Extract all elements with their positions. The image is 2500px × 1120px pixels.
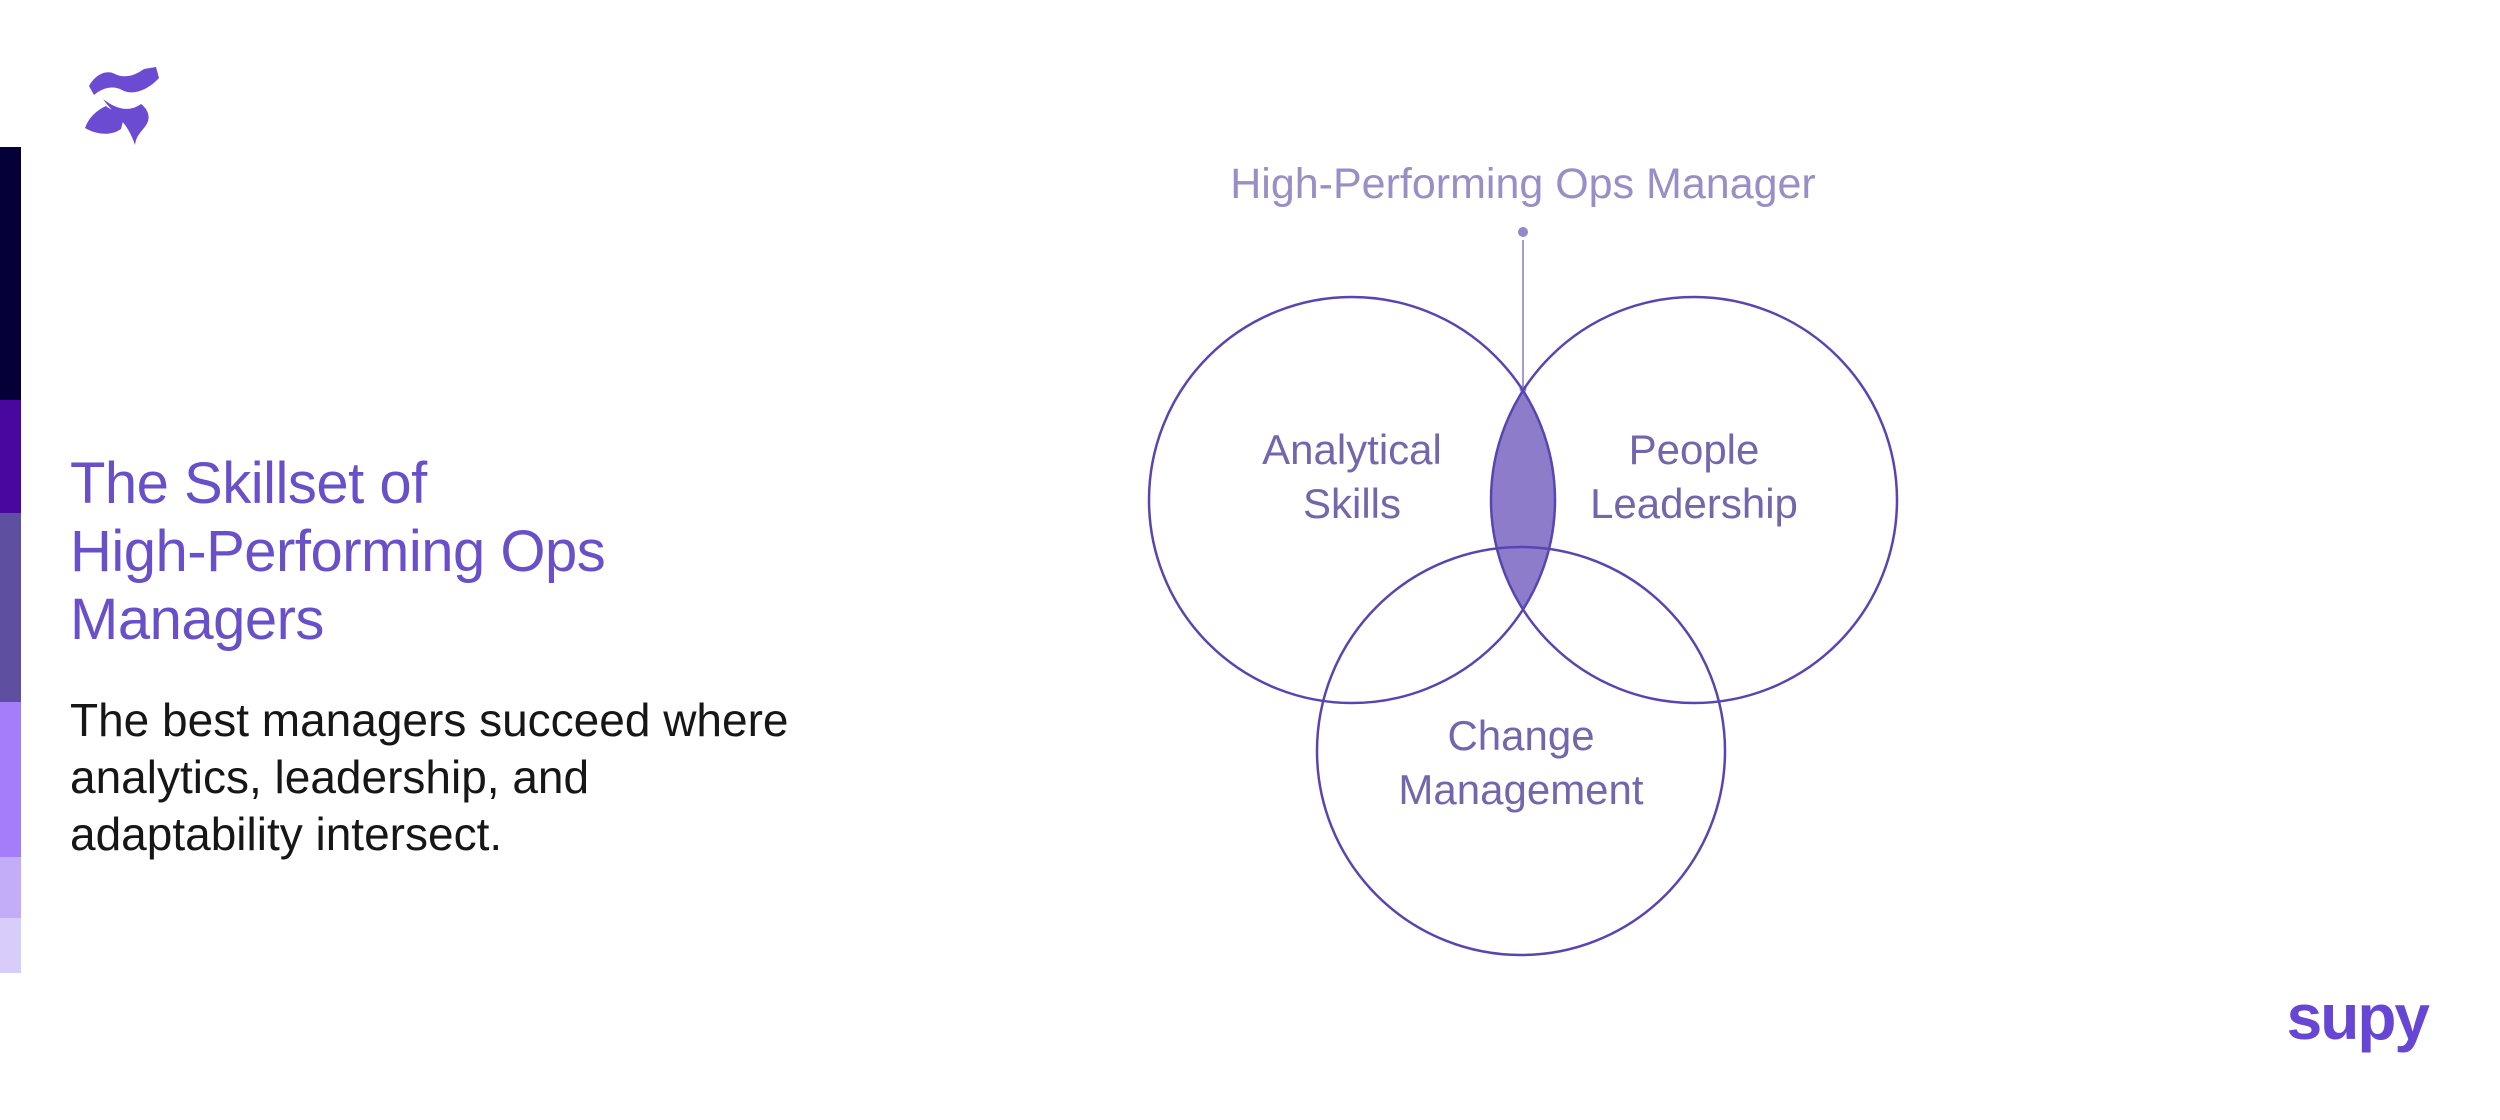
page-title: The Skillset of High-Performing Ops Mana… — [70, 451, 606, 652]
connector-top-dot — [1518, 227, 1528, 237]
strip-band-2 — [0, 400, 21, 513]
strip-band-3 — [0, 513, 21, 702]
page-subtitle: The best managers succeed where analytic… — [70, 694, 789, 860]
strip-band-4 — [0, 702, 21, 857]
supy-glyph-shape — [85, 67, 159, 145]
strip-band-1 — [0, 147, 21, 400]
accent-color-strip — [0, 147, 21, 973]
supy-logo-icon — [85, 67, 159, 145]
venn-heading-label: High-Performing Ops Manager — [1230, 160, 1816, 208]
venn-label-people-leadership: People Leadership — [1590, 426, 1798, 527]
supy-wordmark: supy — [2286, 981, 2430, 1053]
strip-band-5 — [0, 857, 21, 918]
venn-label-change-management: Change Management — [1398, 712, 1644, 813]
venn-overlap-region — [1491, 391, 1555, 609]
venn-circle-change-management — [1315, 545, 1727, 957]
venn-circle-people-leadership — [1489, 295, 1899, 705]
strip-band-6 — [0, 918, 21, 973]
venn-circle-analytical-skills — [1147, 295, 1557, 705]
venn-label-analytical-skills: Analytical Skills — [1262, 426, 1442, 527]
